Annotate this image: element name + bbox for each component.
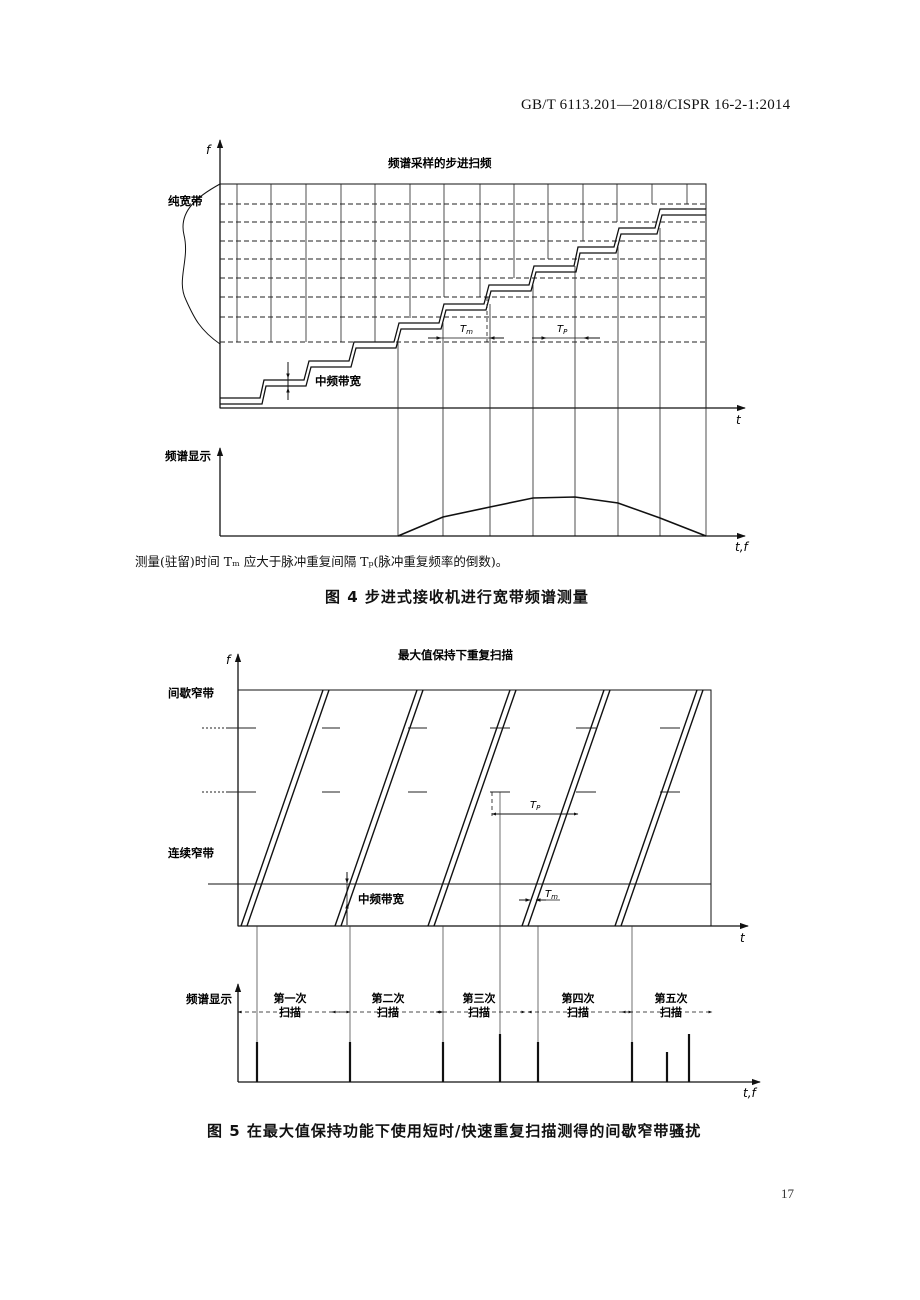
- scan-4-line2: 扫描: [567, 1005, 589, 1019]
- fig5-drop-lines: [256, 792, 633, 1082]
- fig5-intermittent-marks: [202, 727, 680, 793]
- fig5-if-bandwidth-label: 中频带宽: [358, 892, 404, 906]
- fig5-tm-label: Tm: [545, 889, 558, 901]
- fig5-display-spikes: [255, 1034, 691, 1082]
- fig4-step-staircase: [220, 208, 706, 405]
- fig5-caption: 图 5 在最大值保持功能下使用短时/快速重复扫描测得的间歇窄带骚扰: [207, 1122, 702, 1140]
- fig4-display-label: 频谱显示: [165, 449, 211, 463]
- fig4-if-bandwidth-label: 中频带宽: [315, 374, 361, 388]
- fig5-tp-marker: [491, 792, 579, 816]
- fig4-band-label: 纯宽带: [168, 194, 203, 208]
- fig4-tp-label: TP: [557, 324, 568, 336]
- fig4-vertical-grid: [236, 184, 688, 342]
- fig5-band-intermittent: 间歇窄带: [168, 686, 214, 700]
- fig4-diagram-title: 频谱采样的步进扫频: [388, 156, 492, 170]
- scan-5-line1: 第五次: [655, 991, 688, 1005]
- fig4-x-axis-label: t: [736, 413, 742, 427]
- scan-1-line2: 扫描: [279, 1005, 301, 1019]
- fig5-scan-labels: 第一次 扫描 第二次 扫描 第三次 扫描 第四次 扫描 第五次 扫描: [274, 991, 688, 1019]
- fig5-diagram-title: 最大值保持下重复扫描: [398, 648, 513, 662]
- fig5-display-x-label: t,f: [743, 1086, 758, 1100]
- fig5-band-continuous: 连续窄带: [168, 846, 214, 860]
- scan-2-line2: 扫描: [377, 1005, 399, 1019]
- page-number: 17: [781, 1186, 794, 1201]
- fig5-y-axis-label: f: [226, 653, 232, 667]
- scan-3-line2: 扫描: [468, 1005, 490, 1019]
- figure5-diagram: f t 最大值保持下重复扫描 间歇窄带 连续窄带: [168, 648, 761, 1100]
- fig4-display-curve: [397, 496, 707, 537]
- scan-2-line1: 第二次: [372, 991, 405, 1005]
- fig4-tm-label: Tm: [460, 324, 473, 336]
- fig4-dashed-levels: [220, 203, 706, 343]
- scan-4-line1: 第四次: [562, 991, 595, 1005]
- fig4-note: 测量(驻留)时间 Tₘ 应大于脉冲重复间隔 Tₚ(脉冲重复频率的倒数)。: [135, 554, 509, 569]
- page-header: GB/T 6113.201—2018/CISPR 16-2-1:2014: [521, 97, 791, 113]
- fig5-tp-label: TP: [530, 800, 541, 812]
- fig4-frame: [219, 183, 707, 409]
- fig5-sweep-lines: [240, 689, 704, 927]
- fig5-frame: [237, 689, 712, 927]
- fig4-broadband-envelope: [181, 183, 221, 345]
- fig4-caption: 图 4 步进式接收机进行宽带频谱测量: [325, 588, 589, 606]
- fig5-display-label: 频谱显示: [186, 992, 232, 1006]
- figure4-diagram: f t 频谱采样的步进扫频 纯宽带: [165, 139, 750, 554]
- fig4-display-x-label: t,f: [735, 540, 750, 554]
- scan-1-line1: 第一次: [274, 991, 307, 1005]
- fig4-y-axis-label: f: [206, 143, 212, 157]
- fig5-x-axis-label: t: [740, 931, 746, 945]
- scan-5-line2: 扫描: [660, 1005, 682, 1019]
- scan-3-line1: 第三次: [463, 991, 496, 1005]
- fig4-drop-lines: [397, 209, 707, 536]
- fig4-tm-marker: [428, 297, 504, 342]
